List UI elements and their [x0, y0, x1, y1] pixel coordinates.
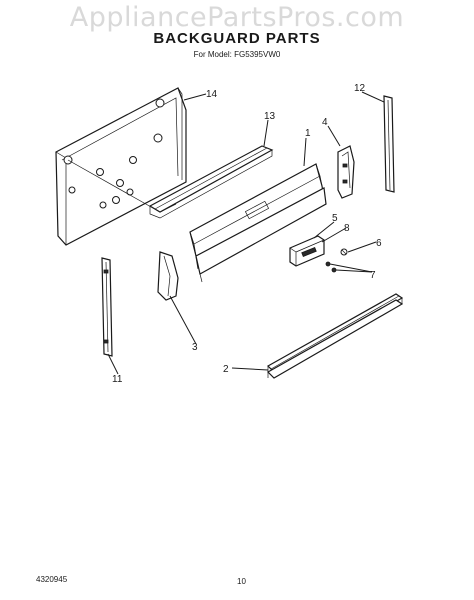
callout-3: 3 [192, 342, 198, 353]
callout-5: 5 [332, 213, 338, 224]
part-8-switch-block [289, 235, 325, 267]
callout-7: 7 [370, 270, 376, 281]
callout-8: 8 [344, 223, 350, 234]
part-1-front-panel [189, 163, 327, 283]
callout-11: 11 [112, 374, 123, 385]
leader-lines [107, 91, 385, 375]
document-number: 4320945 [36, 575, 68, 584]
callout-1: 1 [305, 128, 311, 139]
part-6-screw [340, 248, 348, 256]
model-number: For Model: FG5395VW0 [193, 50, 281, 59]
callout-14: 14 [206, 89, 218, 100]
callout-2: 2 [223, 364, 229, 375]
part-12-side-strip [383, 95, 395, 193]
part-3-end-cap [157, 251, 179, 301]
callout-4: 4 [322, 117, 328, 128]
callout-6: 6 [376, 238, 382, 249]
page-title: BACKGUARD PARTS [153, 30, 321, 47]
part-11-side-strip [101, 257, 113, 357]
part-14-rear-panel [55, 87, 187, 246]
part-2-lower-trim [267, 293, 404, 379]
part-4-end-bracket [337, 145, 355, 199]
callout-13: 13 [264, 111, 276, 122]
part-7-screws [325, 261, 337, 273]
callout-12: 12 [354, 83, 366, 94]
page-number: 10 [237, 577, 246, 586]
watermark: AppliancePartsPros.com [69, 2, 405, 33]
part-13-trim-strip [148, 145, 274, 219]
